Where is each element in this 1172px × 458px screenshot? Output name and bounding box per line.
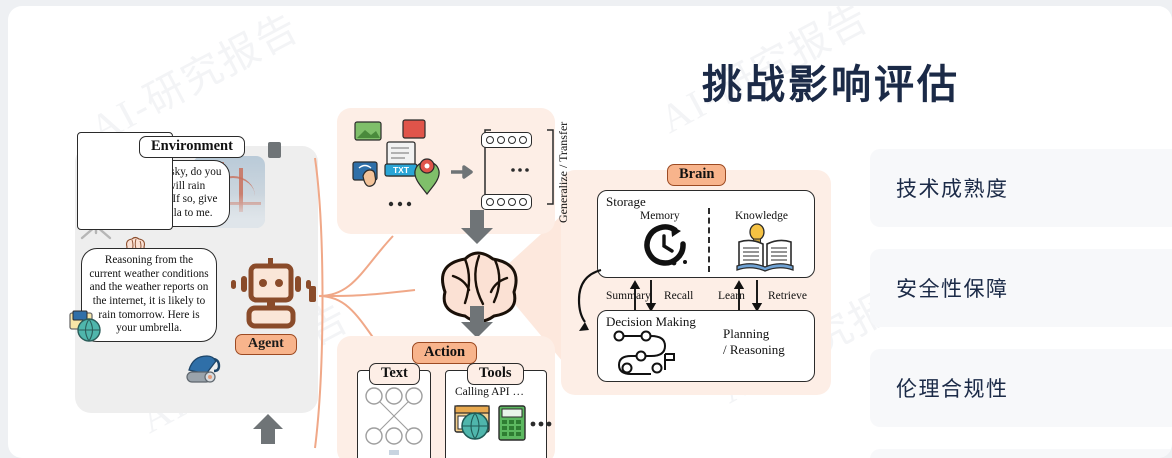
tool-icons: [454, 405, 552, 441]
storage-arrows: [629, 280, 763, 312]
text-tag: Text: [369, 363, 420, 385]
arrow-label-learn: Learn: [718, 290, 745, 302]
decision-making-title: Decision Making: [606, 314, 696, 329]
slide-canvas: AI-研究报告 AI-研究报告 AI-研究报告 AI-研究报告 挑战影响评估 技…: [8, 6, 1172, 458]
list-item[interactable]: 技术成熟度: [870, 149, 1172, 227]
tools-tag: Tools: [467, 363, 524, 385]
factor-list: 技术成熟度 安全性保障 伦理合规性: [870, 149, 1172, 458]
agent-speech-bubble: Reasoning from the current weather condi…: [81, 248, 217, 342]
list-item[interactable]: 伦理合规性: [870, 349, 1172, 427]
open-book-lightbulb-icon: [736, 223, 794, 272]
list-item[interactable]: 安全性保障: [870, 249, 1172, 327]
agent-tag: Agent: [235, 334, 297, 355]
planning-reasoning-label: Planning / Reasoning: [723, 326, 785, 358]
umbrella-icon: [186, 355, 221, 383]
generalize-transfer-arrow: [577, 268, 602, 331]
embedding-vector-icon: [481, 132, 532, 148]
generalize-transfer-label: Generalize / Transfer: [556, 121, 570, 223]
robot-icon: [231, 258, 311, 329]
arrow-label-summary: Summary: [606, 290, 651, 302]
perception-icons: TXT: [352, 119, 554, 207]
decision-making-box: [597, 310, 815, 382]
storage-divider: [708, 208, 710, 272]
down-arrow-icon: [461, 210, 493, 244]
environment-tag: Environment: [139, 136, 245, 158]
storage-title: Storage: [606, 194, 646, 209]
page-title: 挑战影响评估: [702, 62, 960, 107]
brain-tag: Brain: [667, 164, 727, 186]
embedding-vector-icon: [481, 194, 532, 210]
list-item-label: 伦理合规性: [896, 378, 1009, 401]
clock-history-icon: [644, 224, 687, 266]
list-item-label: 技术成熟度: [896, 178, 1009, 201]
calling-api-label: Calling API …: [455, 386, 525, 398]
environment-block-icon: [268, 142, 281, 158]
neural-network-icon: [365, 387, 423, 455]
planning-reasoning-label-line2: / Reasoning: [723, 342, 785, 358]
agent-architecture-figure: Environment Look at the sky, do you thin…: [63, 108, 843, 458]
memory-title: Memory: [640, 210, 680, 222]
knowledge-title: Knowledge: [735, 210, 789, 222]
list-item[interactable]: [870, 449, 1172, 458]
action-tag: Action: [412, 342, 478, 364]
down-arrow-icon: [461, 306, 493, 338]
flowchart-icon: [613, 330, 675, 375]
list-item-label: 安全性保障: [896, 278, 1009, 301]
up-arrow-icon: [253, 414, 283, 444]
globe-card-icon: [69, 310, 101, 342]
svg-text:TXT: TXT: [393, 165, 410, 175]
arrow-label-retrieve: Retrieve: [768, 290, 807, 302]
brain-icon: [441, 251, 518, 323]
arrow-label-recall: Recall: [664, 290, 694, 302]
